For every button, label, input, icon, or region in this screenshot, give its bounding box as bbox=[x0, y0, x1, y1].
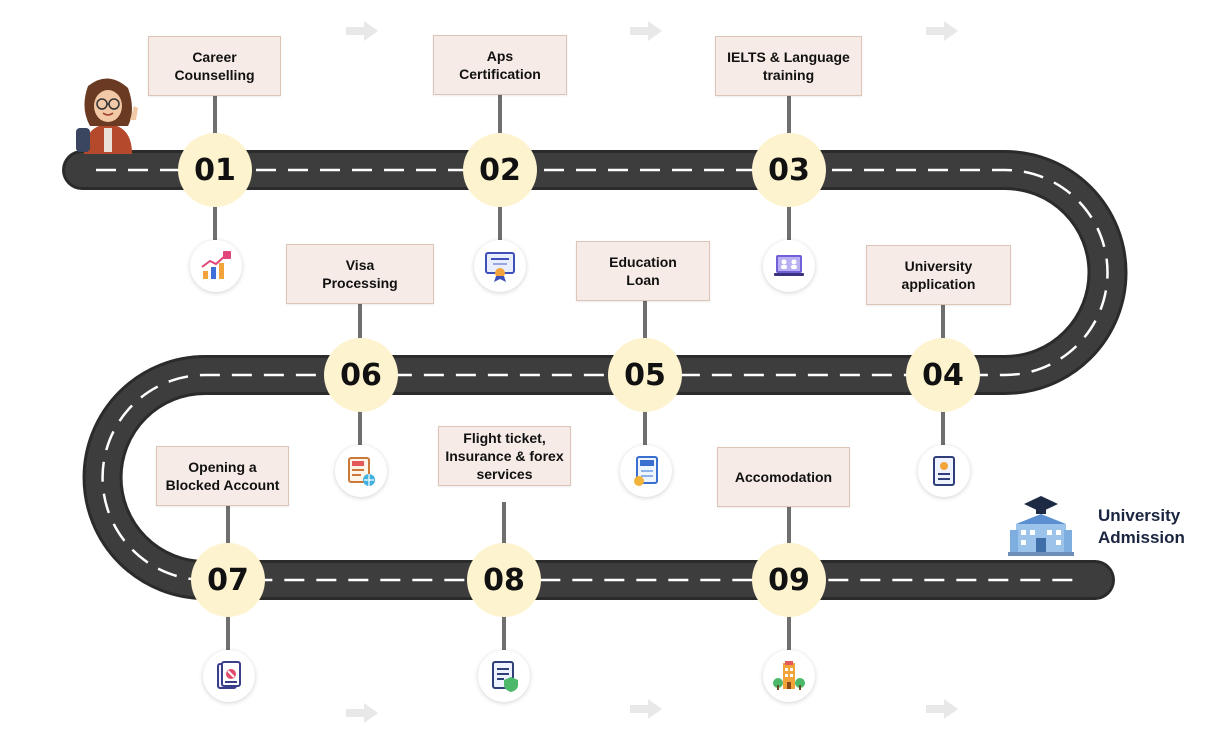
application-form-icon bbox=[918, 445, 970, 497]
step-01-number: 01 bbox=[178, 133, 252, 207]
blocked-account-icon bbox=[203, 650, 255, 702]
step-08-number: 08 bbox=[467, 543, 541, 617]
step-05-number: 05 bbox=[608, 338, 682, 412]
arrow-right-icon bbox=[630, 699, 662, 719]
insurance-document-icon bbox=[478, 650, 530, 702]
step-09-label: Accomodation bbox=[717, 447, 850, 507]
step-08-label: Flight ticket, Insurance & forex service… bbox=[438, 426, 571, 486]
arrow-right-icon bbox=[926, 21, 958, 41]
visa-document-icon bbox=[335, 445, 387, 497]
arrow-right-icon bbox=[630, 21, 662, 41]
step-02-number: 02 bbox=[463, 133, 537, 207]
loan-document-icon bbox=[620, 445, 672, 497]
step-07-number: 07 bbox=[191, 543, 265, 617]
certificate-icon bbox=[474, 240, 526, 292]
arrow-right-icon bbox=[926, 699, 958, 719]
step-06-number: 06 bbox=[324, 338, 398, 412]
university-building-icon bbox=[1008, 496, 1074, 556]
video-class-icon bbox=[763, 240, 815, 292]
step-07-label: Opening a Blocked Account bbox=[156, 446, 289, 506]
step-05-label: Education Loan bbox=[576, 241, 710, 301]
step-06-label: Visa Processing bbox=[286, 244, 434, 304]
step-03-label: IELTS & Language training bbox=[715, 36, 862, 96]
growth-chart-icon bbox=[190, 240, 242, 292]
step-04-label: University application bbox=[866, 245, 1011, 305]
step-03-number: 03 bbox=[752, 133, 826, 207]
step-01-label: Career Counselling bbox=[148, 36, 281, 96]
step-02-label: Aps Certification bbox=[433, 35, 567, 95]
arrow-right-icon bbox=[346, 21, 378, 41]
housing-icon bbox=[763, 650, 815, 702]
step-09-number: 09 bbox=[752, 543, 826, 617]
arrow-right-icon bbox=[346, 703, 378, 723]
destination-label: University Admission bbox=[1098, 506, 1185, 547]
student-avatar-icon bbox=[76, 78, 138, 154]
step-04-number: 04 bbox=[906, 338, 980, 412]
